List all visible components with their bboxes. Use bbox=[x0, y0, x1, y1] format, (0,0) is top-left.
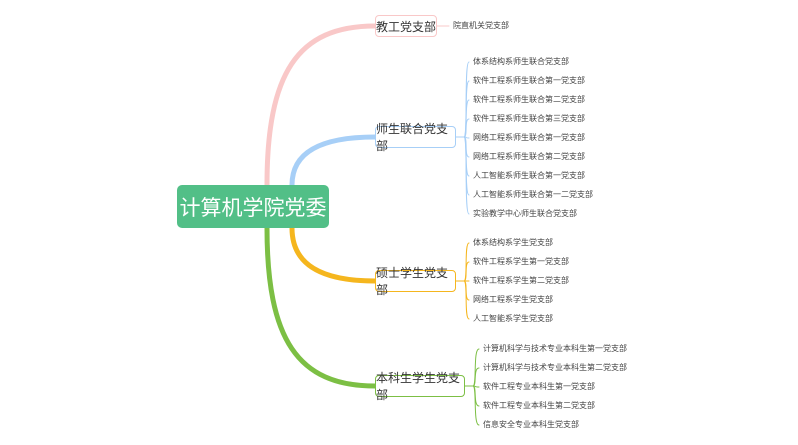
branch-connector bbox=[289, 134, 378, 188]
leaf-connector bbox=[455, 280, 470, 301]
branch-connector bbox=[264, 23, 378, 188]
leaf-node[interactable]: 软件工程系学生第一党支部 bbox=[473, 257, 569, 266]
branch-node[interactable]: 本科生学生党支部 bbox=[375, 371, 465, 402]
leaf-node[interactable]: 软件工程专业本科生第二党支部 bbox=[483, 401, 595, 410]
leaf-node[interactable]: 体系结构系学生党支部 bbox=[473, 238, 553, 247]
leaf-node[interactable]: 计算机科学与技术专业本科生第二党支部 bbox=[483, 363, 627, 372]
leaf-node[interactable]: 网络工程系学生党支部 bbox=[473, 295, 553, 304]
leaf-connector bbox=[455, 136, 470, 158]
leaf-connector bbox=[455, 261, 470, 282]
branch-node[interactable]: 硕士学生党支部 bbox=[375, 266, 456, 297]
leaf-node[interactable]: 软件工程系师生联合第一党支部 bbox=[473, 76, 585, 85]
leaf-node[interactable]: 人工智能系师生联合第一党支部 bbox=[473, 171, 585, 180]
leaf-connector bbox=[455, 280, 470, 320]
leaf-node[interactable]: 人工智能系师生联合第一二党支部 bbox=[473, 190, 593, 199]
branch-node[interactable]: 教工党支部 bbox=[375, 15, 437, 37]
branch-connector bbox=[289, 225, 378, 284]
leaf-node[interactable]: 网络工程系师生联合第二党支部 bbox=[473, 152, 585, 161]
leaf-connector bbox=[464, 367, 480, 387]
leaf-connector bbox=[464, 385, 480, 407]
leaf-connector bbox=[455, 118, 470, 138]
leaf-node[interactable]: 网络工程系师生联合第一党支部 bbox=[473, 133, 585, 142]
leaf-connector bbox=[455, 242, 470, 282]
leaf-connector bbox=[464, 385, 480, 426]
leaf-node[interactable]: 人工智能系学生党支部 bbox=[473, 314, 553, 323]
leaf-node[interactable]: 软件工程系师生联合第三党支部 bbox=[473, 114, 585, 123]
leaf-node[interactable]: 软件工程系学生第二党支部 bbox=[473, 276, 569, 285]
leaf-node[interactable]: 软件工程系师生联合第二党支部 bbox=[473, 95, 585, 104]
branch-node[interactable]: 师生联合党支部 bbox=[375, 122, 456, 153]
leaf-connector bbox=[464, 348, 480, 387]
leaf-connector bbox=[455, 136, 470, 215]
leaf-connector bbox=[455, 136, 470, 196]
leaf-node[interactable]: 计算机科学与技术专业本科生第一党支部 bbox=[483, 344, 627, 353]
leaf-node[interactable]: 实验教学中心师生联合党支部 bbox=[473, 209, 577, 218]
leaf-node[interactable]: 院直机关党支部 bbox=[453, 21, 509, 30]
leaf-connector bbox=[455, 80, 470, 138]
leaf-connector bbox=[455, 61, 470, 138]
leaf-node[interactable]: 软件工程专业本科生第一党支部 bbox=[483, 382, 595, 391]
leaf-connector bbox=[455, 136, 470, 177]
leaf-node[interactable]: 信息安全专业本科生党支部 bbox=[483, 420, 579, 429]
root-node[interactable]: 计算机学院党委 bbox=[177, 185, 329, 228]
leaf-connector bbox=[455, 99, 470, 138]
leaf-node[interactable]: 体系结构系师生联合党支部 bbox=[473, 57, 569, 66]
branch-connector bbox=[264, 225, 378, 389]
